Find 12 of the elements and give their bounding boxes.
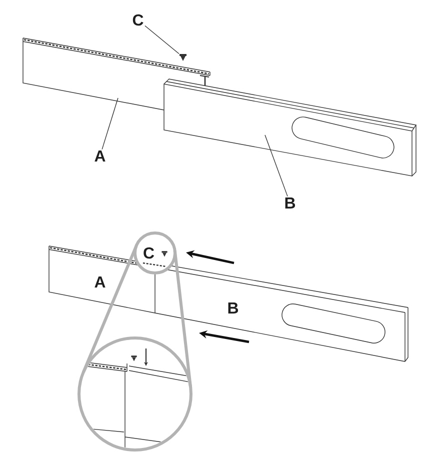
callout-letter: A (94, 276, 106, 288)
callout-letter: C (132, 14, 144, 26)
callout-letter: B (228, 302, 238, 314)
leader-line (144, 25, 180, 54)
callout-letter: B (285, 198, 296, 208)
slotted-bracket (164, 78, 417, 176)
magnifier-line (82, 244, 138, 373)
leader-line (102, 98, 118, 150)
magnifier-line (173, 250, 192, 388)
leader-line (264, 134, 288, 197)
callout-letter: A (94, 150, 106, 162)
screw (180, 54, 186, 61)
